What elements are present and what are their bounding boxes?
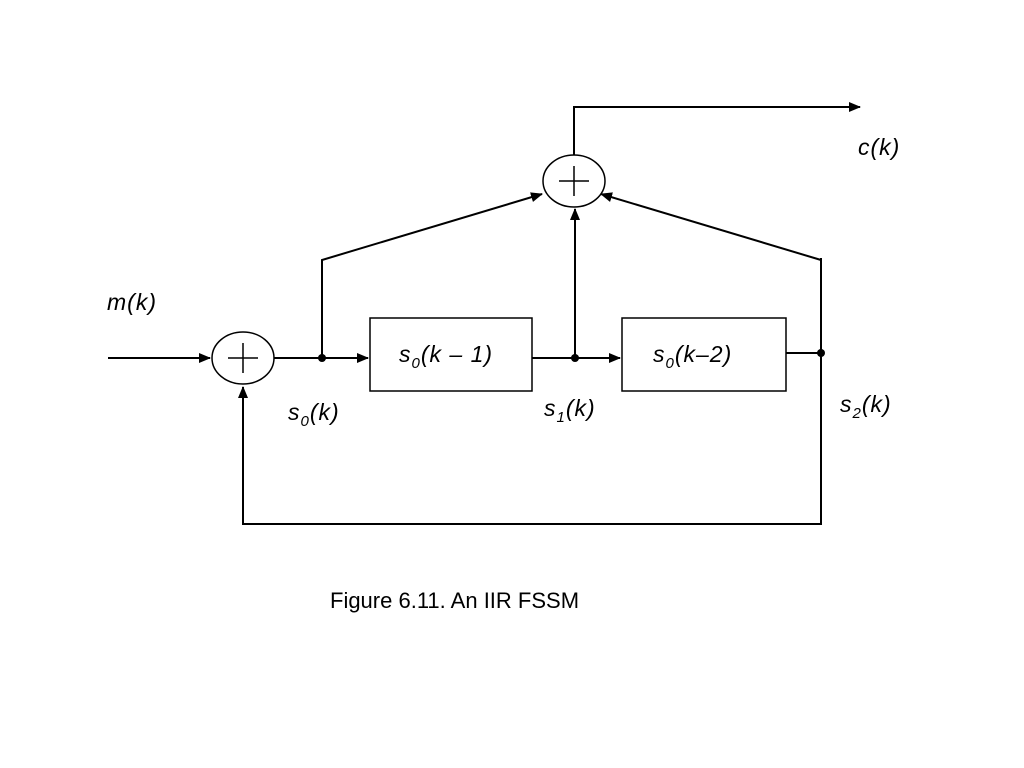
wire-s2-to-output-adder: [600, 192, 822, 261]
delay-block-1: [369, 317, 533, 392]
feedback-path: [238, 258, 822, 525]
wire-s0-to-output-adder: [321, 192, 543, 358]
figure-caption: Figure 6.11. An IIR FSSM: [330, 588, 579, 613]
state-label-s1: s1(k): [544, 395, 596, 426]
output-adder: [542, 154, 606, 208]
delay-block-2: [621, 317, 787, 392]
state-label-s0: s0(k): [288, 399, 340, 430]
delay-2-label: s0(k–2): [653, 341, 732, 372]
input-label: m(k): [107, 289, 157, 315]
state-label-s2: s2(k): [840, 391, 892, 422]
output-label: c(k): [858, 134, 900, 160]
output-line: [573, 102, 861, 155]
delay-1-label: s0(k – 1): [399, 341, 493, 372]
input-adder: [211, 331, 275, 385]
